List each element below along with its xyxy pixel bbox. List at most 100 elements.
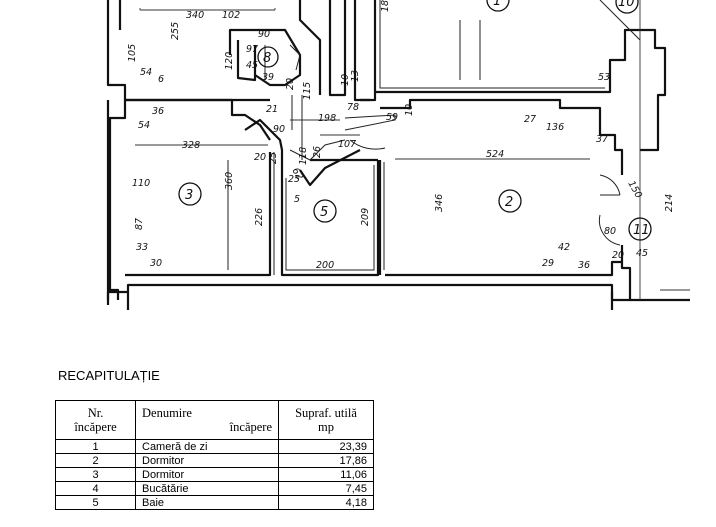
room-badge bbox=[486, 0, 510, 12]
room-badge bbox=[615, 0, 639, 14]
dimension-label: 107 bbox=[338, 139, 356, 150]
dimension-label: 59 bbox=[386, 112, 398, 123]
dimension-label: 87 bbox=[134, 218, 145, 230]
room-label-8: 8 bbox=[263, 51, 271, 66]
recap-title: RECAPITULAȚIE bbox=[58, 368, 160, 383]
room-label-1: 1 bbox=[493, 0, 501, 9]
dimension-label: 110 bbox=[132, 178, 150, 189]
dimension-label: 209 bbox=[360, 208, 371, 226]
dimension-label: 36 bbox=[578, 260, 590, 271]
dimension-label: 30 bbox=[150, 258, 162, 269]
dimension-label: 10 bbox=[340, 74, 351, 86]
table-row: 4 Bucătărie 7,45 bbox=[55, 481, 374, 496]
dimension-label: 54 bbox=[138, 120, 150, 131]
room-label-5: 5 bbox=[320, 205, 328, 220]
dimension-label: 10 bbox=[404, 104, 415, 116]
room-label-10: 10 bbox=[618, 0, 635, 10]
room-badge bbox=[178, 182, 202, 206]
dimension-label: 97 bbox=[246, 44, 258, 55]
table-row: 5 Baie 4,18 bbox=[55, 495, 374, 510]
dimension-label: 54 bbox=[140, 67, 152, 78]
table-row: 1 Cameră de zi 23,39 bbox=[55, 439, 374, 454]
dimension-label: 53 bbox=[598, 72, 610, 83]
dimension-label: 102 bbox=[222, 10, 240, 21]
table-row: 3 Dormitor 11,06 bbox=[55, 467, 374, 482]
cell-name: Bucătărie bbox=[135, 481, 279, 496]
recap-table: Nr. încăpere Denumire încăpere Supraf. u… bbox=[55, 400, 374, 510]
cell-area: 4,18 bbox=[278, 495, 374, 510]
dimension-label: 136 bbox=[546, 122, 564, 133]
header-name-line1: Denumire bbox=[142, 406, 192, 420]
cell-name: Cameră de zi bbox=[135, 439, 279, 454]
cell-area: 23,39 bbox=[278, 439, 374, 454]
dimension-label: 118 bbox=[298, 147, 309, 165]
room-badge bbox=[498, 189, 522, 213]
dimension-label: 120 bbox=[224, 52, 235, 70]
room-label-2: 2 bbox=[505, 195, 513, 210]
dimension-label: 20 bbox=[612, 250, 624, 261]
cell-nr: 4 bbox=[55, 481, 136, 496]
dimension-label: 360 bbox=[224, 172, 235, 190]
cell-nr: 1 bbox=[55, 439, 136, 454]
dimension-label: 25 bbox=[268, 152, 279, 164]
dimension-label: 78 bbox=[347, 102, 359, 113]
dimension-label: 90 bbox=[273, 124, 285, 135]
dimension-label: 346 bbox=[434, 194, 445, 212]
dimension-label: 13 bbox=[350, 70, 361, 82]
cell-area: 11,06 bbox=[278, 467, 374, 482]
header-name-line2: încăpere bbox=[229, 420, 272, 434]
cell-area: 17,86 bbox=[278, 453, 374, 468]
header-area-line2: mp bbox=[318, 420, 334, 434]
cell-nr: 2 bbox=[55, 453, 136, 468]
room-badge bbox=[313, 199, 337, 223]
cell-name: Dormitor bbox=[135, 453, 279, 468]
dimension-label: 340 bbox=[186, 10, 204, 21]
room-label-3: 3 bbox=[185, 188, 193, 203]
dimension-label: 27 bbox=[524, 114, 536, 125]
cell-area: 7,45 bbox=[278, 481, 374, 496]
dimension-label: 25 bbox=[288, 174, 300, 185]
dimension-label: 5 bbox=[294, 194, 300, 205]
dimension-label: 90 bbox=[258, 29, 270, 40]
dimension-label: 150 bbox=[625, 179, 644, 200]
cell-nr: 5 bbox=[55, 495, 136, 510]
header-area-line1: Supraf. utilă bbox=[295, 406, 357, 420]
dimension-label: 20 bbox=[254, 152, 266, 163]
dimension-label: 328 bbox=[182, 140, 200, 151]
dimension-label: 80 bbox=[604, 226, 616, 237]
room-badge bbox=[628, 217, 652, 241]
dimension-label: 20 bbox=[285, 78, 296, 90]
dimension-label: 42 bbox=[558, 242, 570, 253]
header-nr-line1: Nr. bbox=[87, 406, 104, 420]
header-nr: Nr. încăpere bbox=[55, 400, 136, 440]
dimension-label: 18 bbox=[380, 0, 391, 12]
table-header-row: Nr. încăpere Denumire încăpere Supraf. u… bbox=[55, 400, 374, 440]
dimension-label: 105 bbox=[127, 44, 138, 62]
table-row: 2 Dormitor 17,86 bbox=[55, 453, 374, 468]
header-area: Supraf. utilă mp bbox=[278, 400, 374, 440]
dimension-label: 226 bbox=[254, 208, 265, 226]
dimension-label: 39 bbox=[262, 72, 274, 83]
dimension-label: 214 bbox=[664, 194, 675, 212]
dimension-label: 200 bbox=[316, 260, 334, 271]
dimension-label: 255 bbox=[170, 22, 181, 40]
dimension-label: 36 bbox=[152, 106, 164, 117]
dimension-label: 524 bbox=[486, 149, 504, 160]
dimension-label: 37 bbox=[596, 134, 608, 145]
cell-nr: 3 bbox=[55, 467, 136, 482]
header-name: Denumire încăpere bbox=[135, 400, 279, 440]
dimension-label: 6 bbox=[158, 74, 164, 85]
room-label-11: 11 bbox=[633, 223, 650, 238]
dimension-label: 115 bbox=[302, 82, 313, 100]
dimension-label: 62 bbox=[289, 166, 305, 182]
room-badge bbox=[257, 46, 279, 68]
dimension-label: 45 bbox=[246, 60, 258, 71]
dimension-label: 26 bbox=[312, 146, 323, 158]
dimension-label: 45 bbox=[636, 248, 648, 259]
dimension-label: 33 bbox=[136, 242, 148, 253]
floor-plan-drawing: 3 2 5 8 10 11 1 340 102 255 90 105 54 6 … bbox=[106, 0, 690, 310]
header-nr-line2: încăpere bbox=[74, 420, 117, 434]
dimension-label: 198 bbox=[318, 113, 336, 124]
cell-name: Baie bbox=[135, 495, 279, 510]
dimension-label: 29 bbox=[542, 258, 554, 269]
